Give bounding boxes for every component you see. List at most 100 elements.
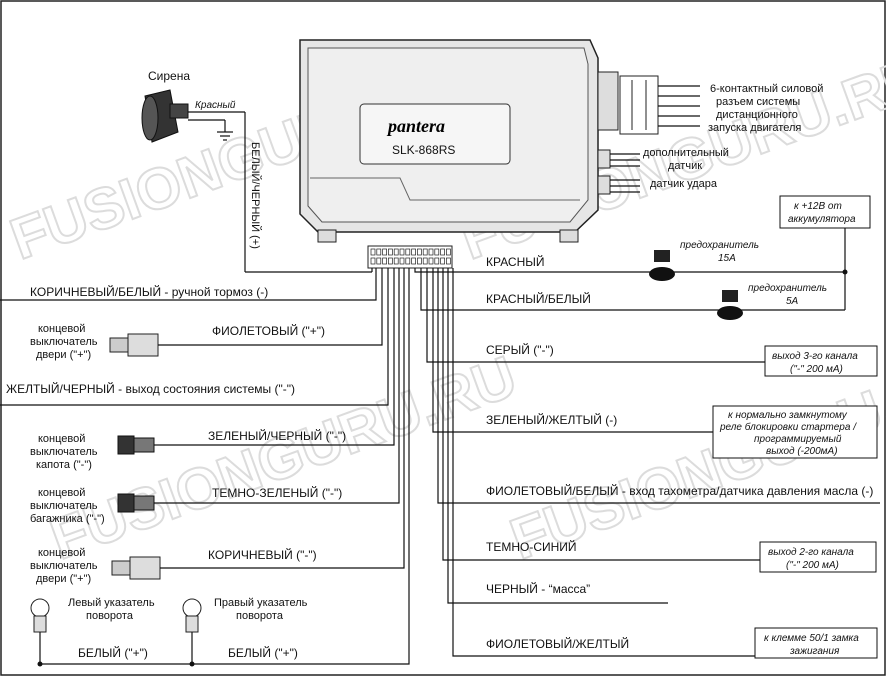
power-connector [597,71,700,135]
fuse2-value: 5А [786,296,799,307]
siren: Сирена Красный [141,69,245,143]
note-channel-2: выход 2-го канала ("-" 200 мА) [759,541,877,573]
note-ignition: к клемме 50/1 замка зажигания [754,627,878,659]
svg-text:концевой: концевой [38,487,85,499]
svg-text:двери ("+"): двери ("+") [36,349,91,361]
connector-pin [428,257,434,265]
svg-text:концевой: концевой [38,547,85,559]
power-connector-label-3: дистанционного [716,109,798,121]
right-wires [414,268,880,657]
wire-violet-white: ФИОЛЕТОВЫЙ/БЕЛЫЙ - вход тахометра/датчик… [486,483,873,498]
connector-pin [382,257,387,265]
fuse-15a: предохранитель 15А [649,240,759,281]
wire-violet: ФИОЛЕТОВЫЙ ("+") [212,323,325,338]
fuse-5a: предохранитель 5А [717,283,827,320]
connector-pin [370,257,376,265]
connector-pin [405,248,411,256]
right-turn-lamp: Правый указатель поворота [182,597,308,667]
connector-pin [422,248,428,256]
sensor-connectors [597,149,640,195]
connector-pin [434,257,440,265]
connector-pin [411,248,416,256]
svg-text:выход 3-го канала: выход 3-го канала [772,351,858,362]
svg-text:концевой: концевой [38,433,85,445]
svg-text:выключатель: выключатель [30,336,98,348]
connector-pin [440,257,445,265]
connector-pin [411,257,416,265]
svg-text:("-" 200 мА): ("-" 200 мА) [786,560,839,571]
svg-text:поворота: поворота [86,610,134,622]
left-turn-lamp: Левый указатель поворота [30,597,155,667]
wire-white-right: БЕЛЫЙ ("+") [228,645,298,660]
power-connector-label-1: 6-контактный силовой [710,83,823,95]
connector-pin [376,257,382,265]
aux-sensor-label-1: дополнительный [643,147,729,159]
connector-pin [399,257,405,265]
connector-pin [399,248,405,256]
fuse1-label: предохранитель [680,240,759,251]
unit-label-plate [359,103,511,165]
connector-pin [370,248,376,256]
wire-white-left: БЕЛЫЙ ("+") [78,645,148,660]
siren-vertical-wire-label: БЕЛЫЙ/ЧЕРНЫЙ (+) [249,142,262,249]
siren-title: Сирена [148,69,190,83]
connector-pin [388,248,393,256]
wire-black: ЧЕРНЫЙ - “масса” [486,581,590,596]
wire-violet-yellow: ФИОЛЕТОВЫЙ/ЖЕЛТЫЙ [486,636,629,651]
svg-text:выход (-200мА): выход (-200мА) [766,446,838,457]
svg-text:выход 2-го канала: выход 2-го канала [768,547,854,558]
note-battery: к +12В от аккумулятора [779,195,871,229]
svg-text:концевой: концевой [38,323,85,335]
connector-pin [376,248,382,256]
connector-pin [388,257,393,265]
connector-pin [417,248,422,256]
svg-text:реле блокировки стартера /: реле блокировки стартера / [719,421,857,433]
svg-text:к +12В от: к +12В от [794,201,842,212]
brand-logo: pantera [386,116,445,136]
wire-green-black: ЗЕЛЕНЫЙ/ЧЕРНЫЙ ("-") [208,428,346,443]
connector-pin [422,257,428,265]
wire-red: КРАСНЫЙ [486,254,545,269]
svg-text:выключатель: выключатель [30,446,98,458]
connector-pin [393,248,399,256]
svg-text:выключатель: выключатель [30,560,98,572]
wire-dark-green: ТЕМНО-ЗЕЛЕНЫЙ ("-") [212,485,342,500]
connector-pin [428,248,434,256]
svg-text:багажника ("-"): багажника ("-") [30,513,105,525]
aux-sensor-label-2: датчик [668,160,702,172]
connector-pin [446,248,451,256]
svg-text:к нормально замкнутому: к нормально замкнутому [728,410,848,421]
note-starter-relay: к нормально замкнутому реле блокировки с… [712,405,878,459]
connector-pin [440,248,445,256]
left-wires [0,268,410,665]
connector-pin [417,257,422,265]
connector-pins [370,248,451,265]
svg-text:зажигания: зажигания [789,646,840,657]
connector-pin [393,257,399,265]
wire-dark-blue: ТЕМНО-СИНИЙ [486,539,577,554]
svg-text:поворота: поворота [236,610,284,622]
svg-text:к клемме 50/1 замка: к клемме 50/1 замка [764,633,859,644]
connector-pin [446,257,451,265]
svg-text:("-" 200 мА): ("-" 200 мА) [790,364,843,375]
connector-pin [382,248,387,256]
hood-switch: концевой выключатель капота ("-") [30,433,160,471]
wire-yellow-black: ЖЕЛТЫЙ/ЧЕРНЫЙ - выход состояния системы … [6,381,295,396]
note-channel-3: выход 3-го канала ("-" 200 мА) [764,345,878,377]
door-switch-plus-2: концевой выключатель двери ("+") [30,547,180,585]
power-connector-label-2: разъем системы [716,96,800,108]
wire-grey: СЕРЫЙ ("-") [486,342,554,357]
connector-pin [405,257,411,265]
trunk-switch: концевой выключатель багажника ("-") [30,487,160,525]
watermark-3: FUSIONGURU.RU [42,344,524,573]
siren-wire-label: Красный [195,100,236,111]
power-connector-label-4: запуска двигателя [708,122,801,134]
fuse1-value: 15А [718,253,736,264]
wire-brown: КОРИЧНЕВЫЙ ("-") [208,547,317,562]
svg-text:выключатель: выключатель [30,500,98,512]
wire-green-yellow: ЗЕЛЕНЫЙ/ЖЕЛТЫЙ (-) [486,412,617,427]
svg-text:программируемый: программируемый [754,434,842,445]
svg-text:двери ("+"): двери ("+") [36,573,91,585]
